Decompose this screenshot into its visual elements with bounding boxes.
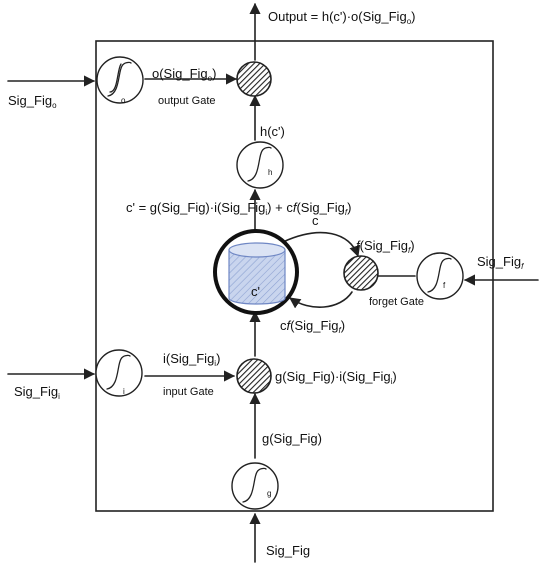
forget-gate-label: forget Gate <box>369 296 424 308</box>
gi-term: g(Sig_Fig)·i(Sig_Figi) <box>275 369 397 386</box>
o-term: o(Sig_Figo) <box>152 66 216 83</box>
h-node: h <box>236 141 284 189</box>
g-node: g <box>231 462 279 510</box>
output-equation: Output = h(c')·o(Sig_Figo) <box>268 9 415 26</box>
o-node-label: o <box>121 96 126 105</box>
o-node: o <box>96 56 144 105</box>
g-node-label: g <box>267 489 271 498</box>
i-term: i(Sig_Figi) <box>163 351 220 368</box>
input-gate-symbol <box>236 358 272 394</box>
cell-equation: c' = g(Sig_Fig)·i(Sig_Figi) + cf(Sig_Fig… <box>126 200 351 217</box>
h-node-label: h <box>268 168 272 177</box>
f-node-label: f <box>443 281 446 290</box>
f-node: f <box>416 252 464 300</box>
output-gate-symbol <box>236 61 272 97</box>
sig-fig-f-label: Sig_Figf <box>477 254 524 271</box>
g-term: g(Sig_Fig) <box>262 431 322 446</box>
output-gate-label: output Gate <box>158 95 216 107</box>
i-node: i <box>95 349 143 397</box>
cf-term: cf(Sig_Figf) <box>280 318 345 335</box>
sig-fig-o-label: Sig_Figo <box>8 93 57 110</box>
sig-fig-i-label: Sig_Figi <box>14 384 60 401</box>
h-term: h(c') <box>260 124 285 139</box>
f-term: f(Sig_Figf) <box>356 238 415 255</box>
cell-state: c' <box>213 229 299 315</box>
arrow-forget-to-cell <box>289 291 353 309</box>
sig-fig-input-label: Sig_Fig <box>266 543 310 558</box>
cell-boundary <box>95 40 494 512</box>
i-node-label: i <box>123 387 125 396</box>
c-label: c <box>312 213 319 228</box>
cell-label: c' <box>251 284 260 299</box>
forget-gate-symbol <box>343 255 379 291</box>
input-gate-label: input Gate <box>163 386 214 398</box>
arrow-cell-to-forget <box>282 231 361 258</box>
